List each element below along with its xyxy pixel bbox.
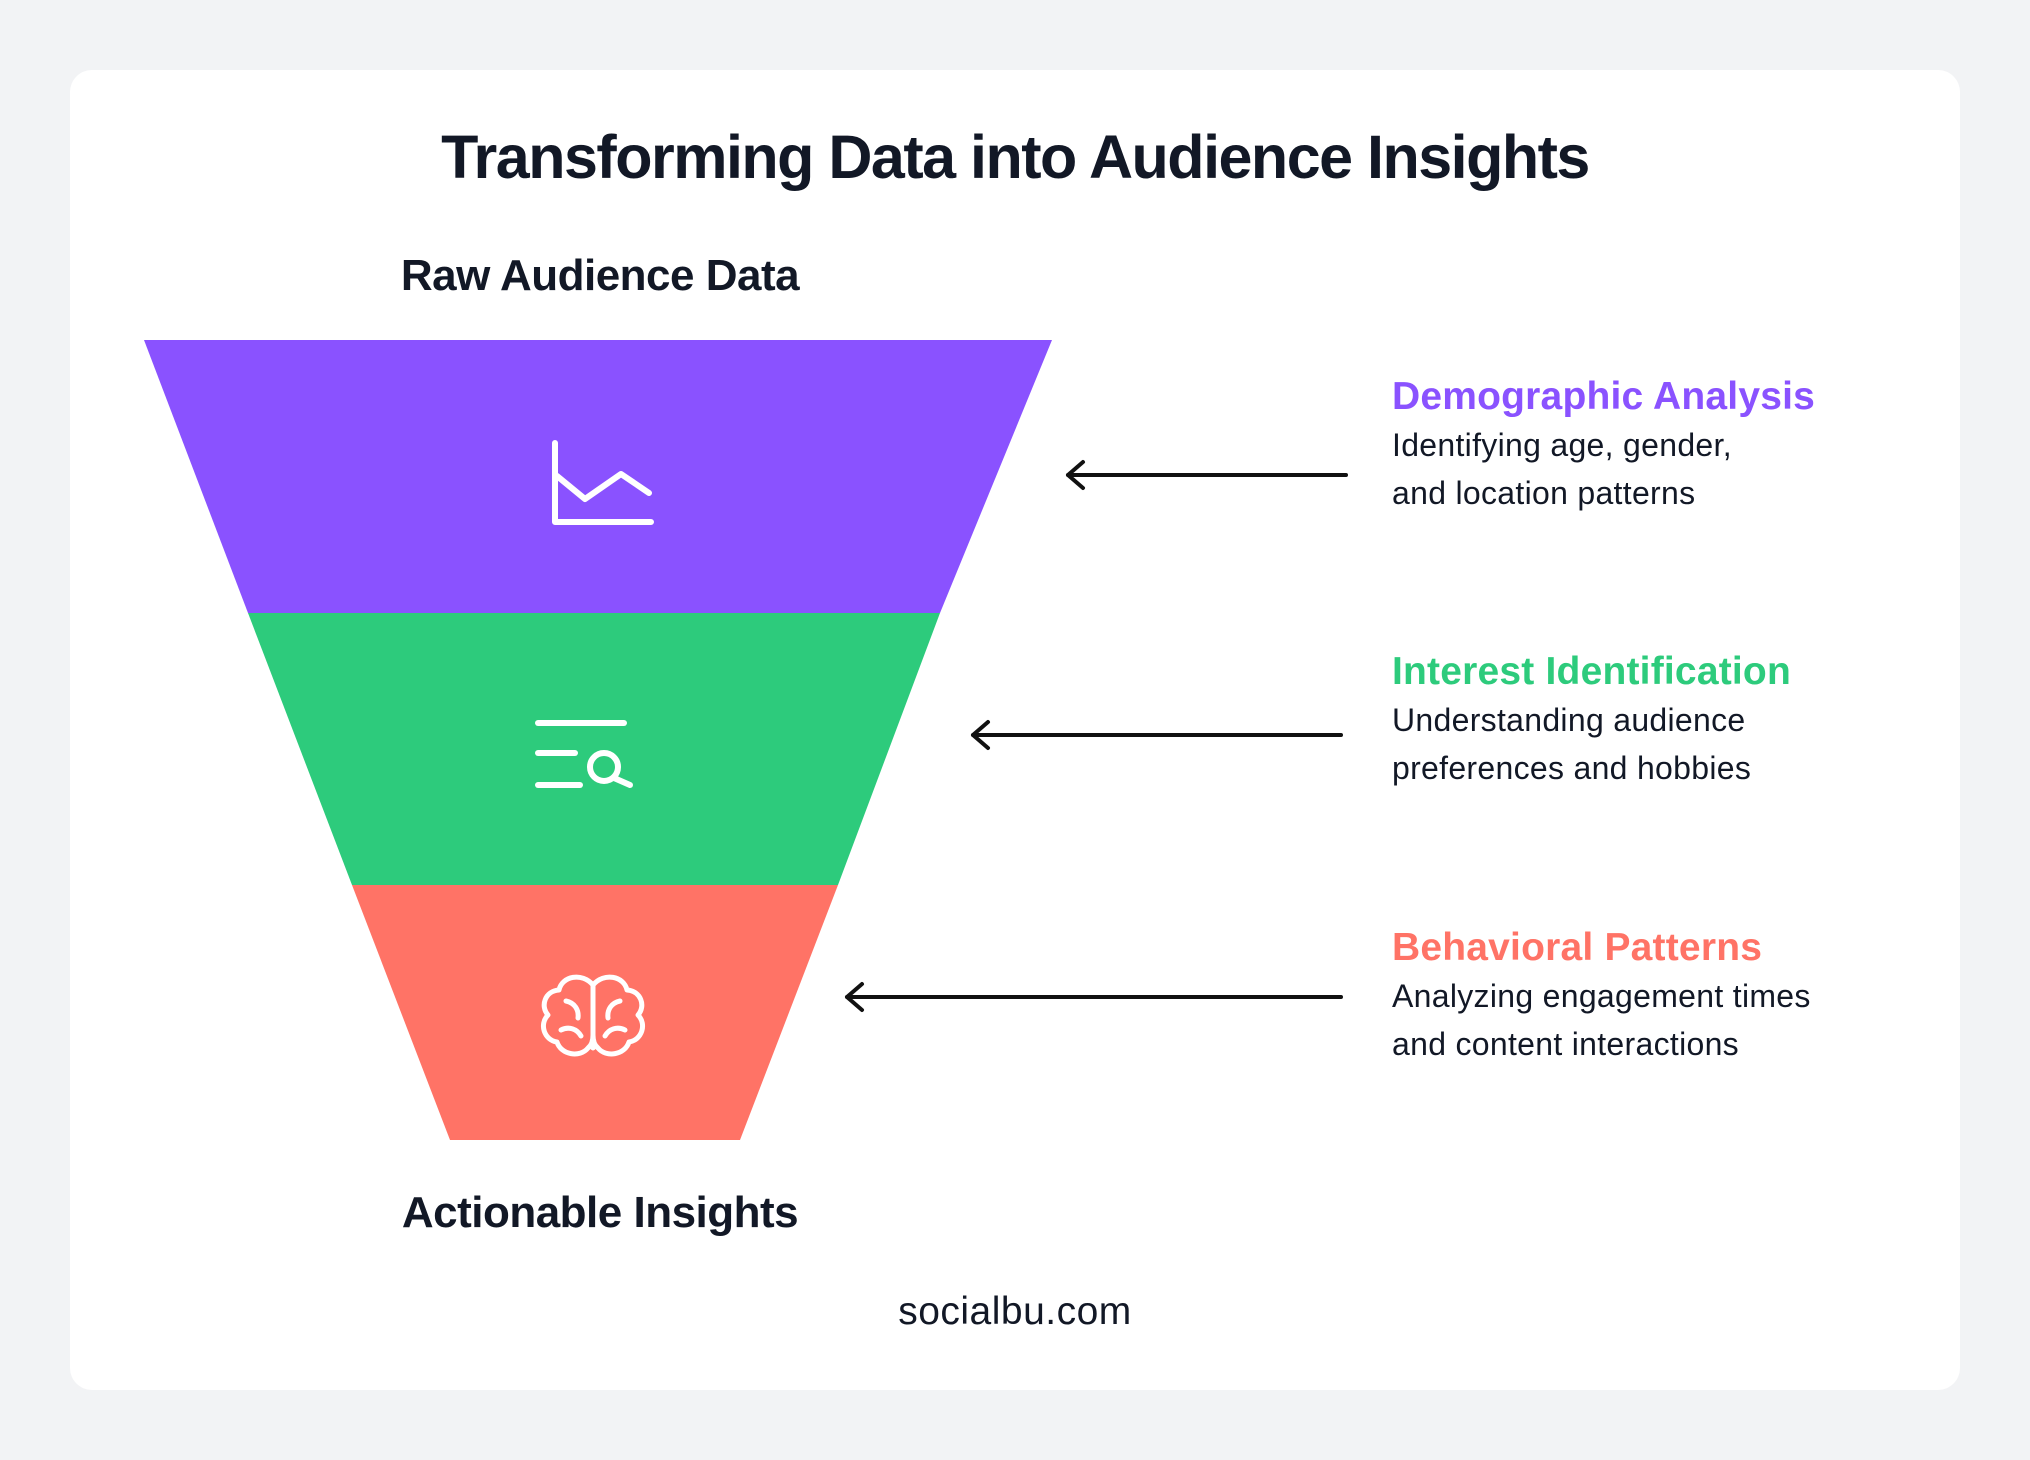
arrow-demographic: [1066, 460, 1348, 490]
stage-description-line: Understanding audience: [1392, 702, 1746, 738]
funnel-segment-demographic: [144, 340, 1052, 613]
stage-description: Understanding audience preferences and h…: [1392, 696, 1952, 792]
stage-description-line: and content interactions: [1392, 1026, 1739, 1062]
stage-title: Interest Identification: [1392, 650, 1791, 693]
stage-behavioral: Behavioral Patterns Analyzing engagement…: [1392, 924, 1952, 1068]
stage-title: Demographic Analysis: [1392, 375, 1816, 418]
stage-description: Identifying age, gender, and location pa…: [1392, 421, 1952, 517]
stage-demographic: Demographic Analysis Identifying age, ge…: [1392, 373, 1952, 517]
brain-icon: [540, 974, 646, 1057]
stage-description-line: Identifying age, gender,: [1392, 427, 1732, 463]
footer-domain: socialbu.com: [898, 1290, 1132, 1333]
funnel-top-label: Raw Audience Data: [400, 251, 800, 300]
arrow-behavioral: [845, 982, 1343, 1012]
funnel-segment-interest: [248, 613, 940, 885]
stage-description: Analyzing engagement times and content i…: [1392, 972, 1952, 1068]
stage-description-line: preferences and hobbies: [1392, 750, 1752, 786]
line-chart-icon: [552, 440, 654, 525]
funnel-bottom-label: Actionable Insights: [401, 1188, 799, 1237]
arrow-interest: [971, 720, 1343, 750]
stage-interest: Interest Identification Understanding au…: [1392, 648, 1952, 792]
stage-title: Behavioral Patterns: [1392, 926, 1763, 969]
stage-description-line: and location patterns: [1392, 475, 1696, 511]
page-title: Transforming Data into Audience Insights: [441, 123, 1590, 191]
list-search-icon: [535, 720, 633, 788]
stage-description-line: Analyzing engagement times: [1392, 978, 1811, 1014]
